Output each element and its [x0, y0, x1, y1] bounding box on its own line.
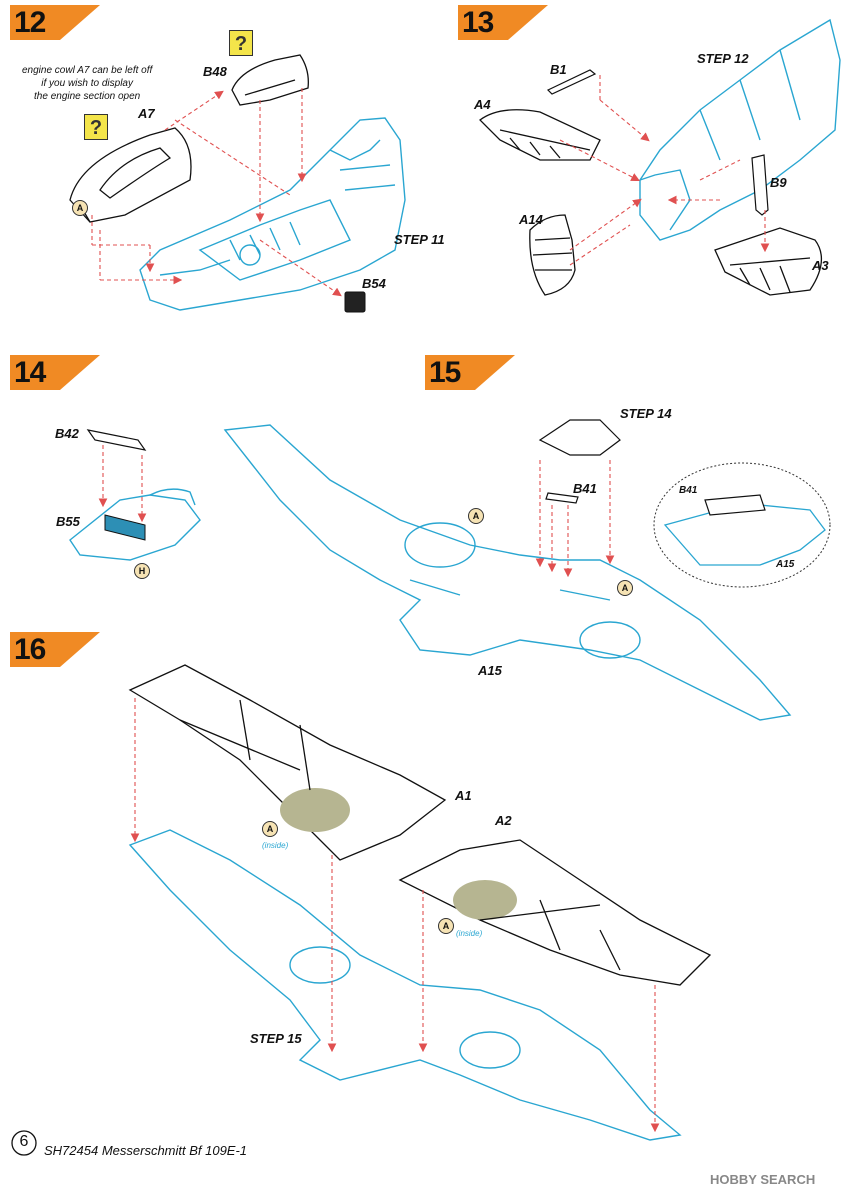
elevator-a4-drawing	[479, 109, 601, 161]
paint-marker-a: A	[617, 580, 633, 596]
step-number-13: 13	[462, 6, 494, 39]
part-label-a15: A15	[478, 663, 502, 678]
part-b42-drawing	[86, 429, 147, 451]
note-line-2: if you wish to display	[41, 78, 133, 89]
part-label-a7: A7	[138, 106, 155, 121]
step-number-16: 16	[14, 633, 46, 666]
optional-question-icon: ?	[229, 30, 253, 56]
cowl-a7-drawing	[69, 127, 192, 223]
wing-a1-drawing	[128, 664, 447, 861]
part-label-a1: A1	[455, 788, 472, 803]
step15-parts	[538, 419, 621, 504]
part-label-b9: B9	[770, 175, 787, 190]
watermark-text: HOBBY SEARCH	[710, 1172, 816, 1187]
step-ref-label: STEP 15	[250, 1031, 302, 1046]
part-label-b1: B1	[550, 62, 567, 77]
step-number-14: 14	[14, 356, 46, 389]
step-number-12: 12	[14, 6, 46, 39]
part-label-a14: A14	[519, 212, 543, 227]
paint-marker-a: A	[72, 200, 88, 216]
part-label-a2: A2	[495, 813, 512, 828]
step-banners	[10, 5, 548, 667]
note-line-1: engine cowl A7 can be left off	[22, 65, 153, 76]
part-b54-drawing	[344, 291, 366, 313]
part-label-b55: B55	[56, 514, 80, 529]
detail-circle	[653, 462, 831, 588]
paint-marker-h: H	[134, 563, 150, 579]
kit-title: SH72454 Messerschmitt Bf 109E-1	[44, 1143, 248, 1158]
step15-arrows	[535, 460, 615, 578]
step-ref-label: STEP 12	[697, 51, 749, 66]
step13-tail-drawing	[639, 18, 841, 241]
part-label-b42: B42	[55, 426, 79, 441]
step-ref-label: STEP 11	[394, 232, 445, 247]
page-number-circle	[11, 1130, 37, 1156]
part-label-b41: B41	[573, 481, 597, 496]
cowl-b48-drawing	[231, 54, 309, 106]
part-a14-drawing	[529, 214, 576, 296]
elevator-a3-drawing	[714, 227, 822, 296]
paint-marker-a: A	[262, 821, 278, 837]
paint-marker-a: A	[438, 918, 454, 934]
part-b1-drawing	[546, 69, 597, 95]
step14-arrows	[98, 445, 147, 523]
paint-marker-a: A	[468, 508, 484, 524]
step13-arrows	[559, 75, 770, 266]
part-b9-drawing	[751, 154, 769, 216]
part-label-a4: A4	[474, 97, 491, 112]
note-line-3: the engine section open	[34, 91, 141, 102]
part-b55-drawing	[104, 514, 146, 541]
part-label-a3: A3	[812, 258, 829, 273]
optional-question-icon: ?	[84, 114, 108, 140]
part-label-b54: B54	[362, 276, 386, 291]
wing-a2-drawing	[398, 839, 712, 986]
page-number: 6	[19, 1133, 29, 1150]
step12-arrows	[91, 88, 342, 297]
detail-label-a15: A15	[776, 559, 795, 570]
detail-label-b41: B41	[679, 485, 698, 496]
step15-wing-drawing	[223, 424, 792, 721]
step16-lower-wing-drawing	[128, 829, 682, 1141]
step16-arrows	[130, 698, 660, 1133]
part-label-b48: B48	[203, 64, 227, 79]
inside-note: (inside)	[262, 841, 289, 850]
step-ref-label: STEP 14	[620, 406, 672, 421]
inside-note: (inside)	[456, 929, 483, 938]
cowl-note: engine cowl A7 can be left off if you wi…	[22, 64, 152, 103]
step14-drawing	[69, 488, 201, 561]
step-number-15: 15	[429, 356, 461, 389]
